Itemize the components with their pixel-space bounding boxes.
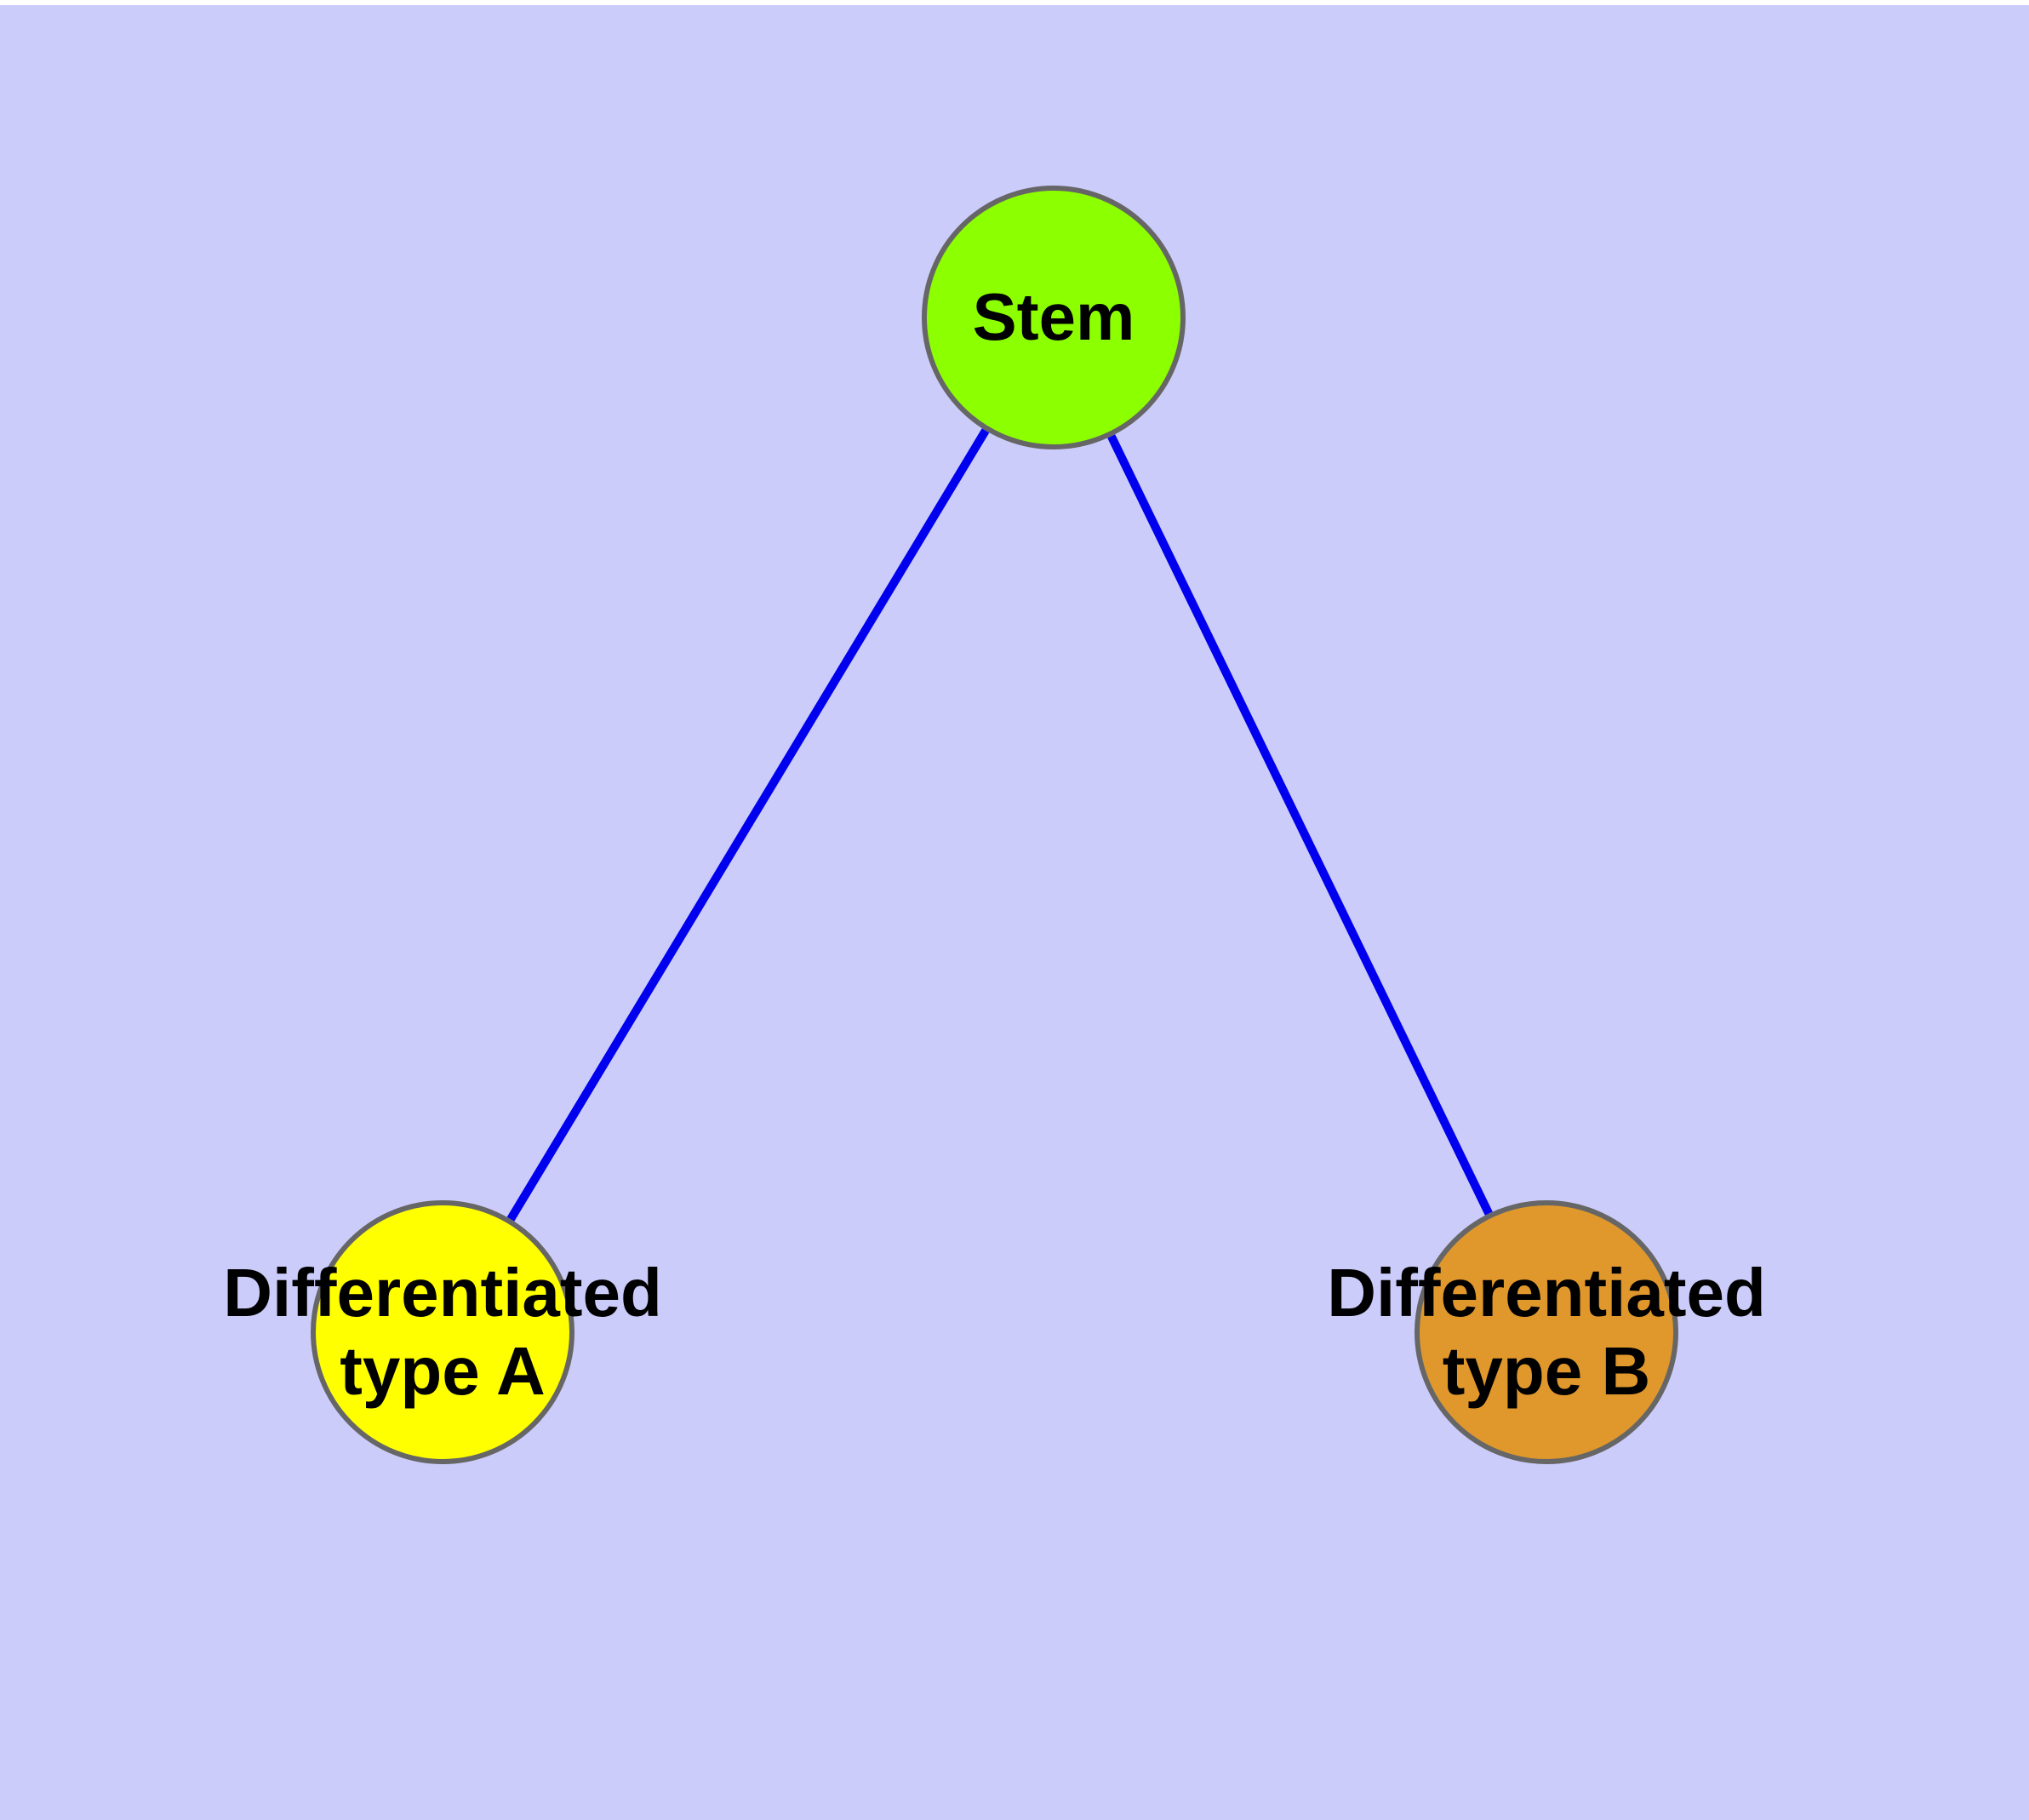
graph-node-diff_b[interactable] [1415, 1200, 1678, 1464]
graph-edge-stem-diff_a [506, 428, 990, 1222]
graph-node-diff_a[interactable] [311, 1200, 574, 1464]
graph-node-stem[interactable] [922, 186, 1186, 449]
graph-edge-stem-diff_b [1107, 434, 1493, 1216]
nodes-layer [311, 186, 1678, 1464]
edges-layer [506, 428, 1493, 1222]
